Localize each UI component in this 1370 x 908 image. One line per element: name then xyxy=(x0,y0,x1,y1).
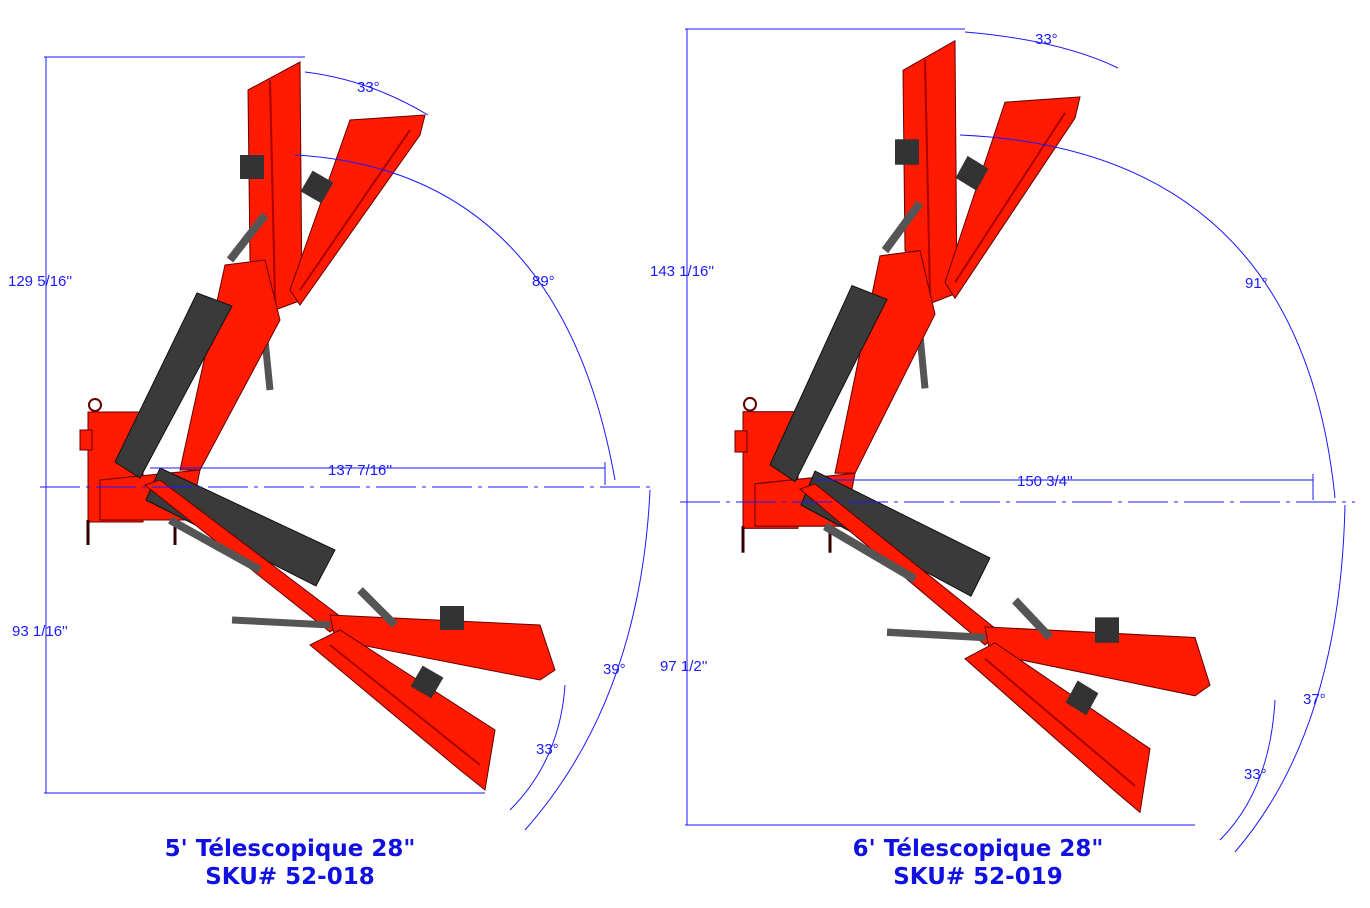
left-sku: SKU# 52-018 xyxy=(205,864,375,890)
right-height-above: 143 1/16'' xyxy=(650,263,714,280)
left-dimension-lines xyxy=(40,56,655,831)
right-title: 6' Télescopique 28" xyxy=(852,836,1104,862)
right-reach: 150 3/4'' xyxy=(1017,473,1073,490)
left-angle-lower-inner: 33° xyxy=(536,741,559,758)
left-angle-lower-outer: 39° xyxy=(603,661,626,678)
right-angle-upper: 91° xyxy=(1245,275,1268,292)
right-angle-top: 33° xyxy=(1035,31,1058,48)
right-angle-lower-inner: 33° xyxy=(1244,766,1267,783)
right-height-below: 97 1/2'' xyxy=(660,658,708,675)
left-height-above: 129 5/16'' xyxy=(8,273,72,290)
right-caption: 6' Télescopique 28" SKU# 52-019 xyxy=(778,835,1178,891)
left-height-below: 93 1/16'' xyxy=(12,623,68,640)
left-angle-top: 33° xyxy=(357,79,380,96)
right-sku: SKU# 52-019 xyxy=(893,864,1063,890)
right-machine xyxy=(735,41,1210,813)
left-reach: 137 7/16'' xyxy=(328,462,392,479)
left-caption: 5' Télescopique 28" SKU# 52-018 xyxy=(90,835,490,891)
left-machine xyxy=(80,62,555,790)
right-angle-lower-outer: 37° xyxy=(1303,691,1326,708)
left-title: 5' Télescopique 28" xyxy=(164,836,416,862)
left-angle-upper: 89° xyxy=(532,273,555,290)
right-dimension-lines xyxy=(680,28,1355,853)
